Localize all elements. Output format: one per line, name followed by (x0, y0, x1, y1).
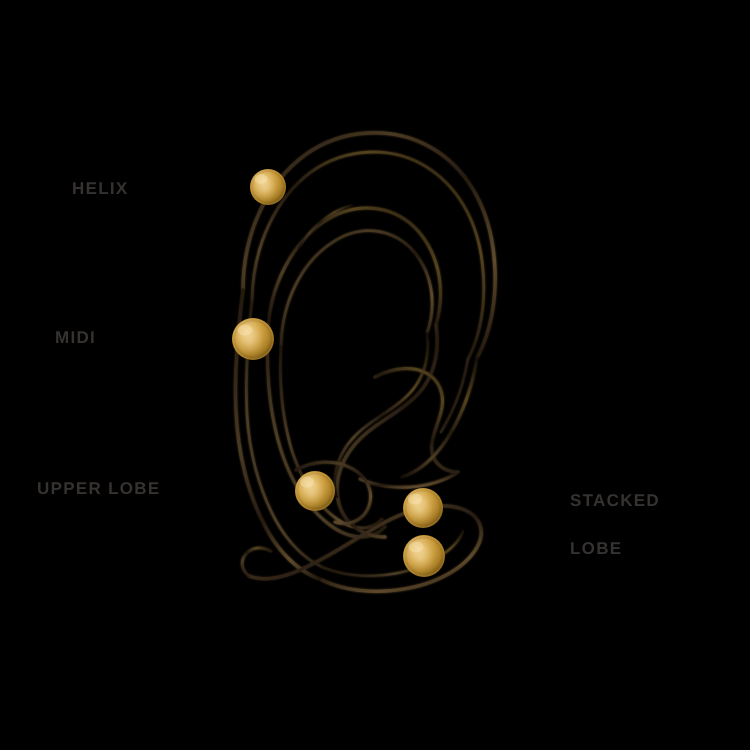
piercing-bead-stacked[interactable] (403, 488, 443, 528)
upper-lobe-loop-path (294, 460, 372, 526)
antihelix-descend-path (265, 328, 387, 539)
scapha-accent-path (439, 357, 470, 434)
antihelix-upper-crus-path (266, 206, 442, 332)
piercing-beads-group (232, 169, 445, 577)
concha-path (335, 323, 439, 539)
lobe-outline-path (247, 504, 483, 593)
lobe-left-hook-path (240, 546, 273, 578)
tragus-path (373, 367, 460, 474)
label-helix: HELIX (72, 179, 129, 198)
piercing-bead-lobe[interactable] (403, 535, 445, 577)
label-lobe: LOBE (570, 539, 623, 558)
label-midi: MIDI (55, 328, 97, 347)
label-upper-lobe: UPPER LOBE (37, 479, 161, 498)
label-stacked: STACKED (570, 491, 661, 510)
helix-inner-rim-path (250, 150, 486, 361)
piercing-bead-helix[interactable] (250, 169, 286, 205)
piercing-bead-midi[interactable] (232, 318, 274, 360)
antitragus-path (358, 470, 460, 489)
antihelix-inner-path (279, 229, 434, 348)
scapha-tail-path (400, 356, 479, 479)
piercing-bead-upper-lobe[interactable] (295, 471, 335, 511)
concha-rim-path (333, 331, 429, 499)
helix-sketch-accent-path (297, 203, 354, 250)
